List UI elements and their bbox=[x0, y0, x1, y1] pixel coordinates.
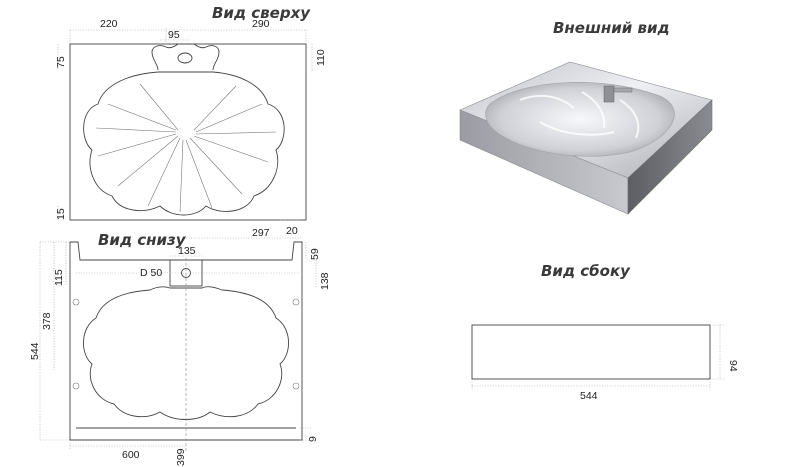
side-view: Вид сбоку 94 544 bbox=[471, 262, 739, 402]
exterior-view-title: Внешний вид bbox=[553, 19, 670, 37]
top-dim-20: 20 bbox=[286, 225, 298, 237]
bottom-view-title: Вид снизу bbox=[98, 231, 187, 249]
bottom-dim-378: 378 bbox=[41, 312, 53, 330]
bottom-dim-d50: D 50 bbox=[140, 267, 162, 279]
bottom-dim-138: 138 bbox=[319, 272, 331, 290]
top-dim-290: 290 bbox=[252, 18, 270, 30]
exterior-side-face bbox=[627, 99, 713, 215]
bottom-dim-9: 9 bbox=[307, 436, 319, 442]
bottom-dim-399: 399 bbox=[175, 448, 187, 466]
top-dim-95: 95 bbox=[168, 29, 180, 41]
bottom-dim-135: 135 bbox=[178, 245, 196, 257]
exterior-bowl bbox=[485, 82, 675, 157]
top-dim-15: 15 bbox=[55, 208, 67, 220]
top-view-neck bbox=[151, 43, 220, 71]
faucet-icon bbox=[603, 85, 615, 103]
top-view-title: Вид сверху bbox=[212, 4, 311, 22]
mount-hole-icon bbox=[292, 298, 300, 306]
top-view: Вид сверху 220 290 bbox=[55, 4, 327, 237]
side-view-outline bbox=[471, 324, 711, 380]
exterior-view: Внешний вид bbox=[459, 19, 713, 215]
top-dim-75: 75 bbox=[55, 56, 67, 68]
bottom-dim-297: 297 bbox=[252, 227, 270, 239]
bottom-view-basin-outline bbox=[83, 286, 289, 420]
bottom-dim-59: 59 bbox=[309, 248, 321, 260]
mount-hole-icon bbox=[72, 298, 80, 306]
top-view-basin-outline bbox=[83, 71, 285, 216]
bottom-dim-115: 115 bbox=[53, 269, 65, 286]
bottom-dim-544: 544 bbox=[29, 342, 41, 360]
mount-hole-icon bbox=[292, 382, 300, 390]
side-dim-544: 544 bbox=[580, 390, 598, 402]
top-dim-110: 110 bbox=[315, 49, 327, 66]
mount-hole-icon bbox=[72, 382, 80, 390]
bottom-view-outline bbox=[69, 241, 303, 441]
side-view-title: Вид сбоку bbox=[541, 262, 631, 280]
top-view-shell-ribs bbox=[95, 83, 277, 213]
top-view-overflow-hole bbox=[177, 52, 193, 64]
side-dim-94: 94 bbox=[727, 360, 739, 372]
top-dim-220: 220 bbox=[100, 18, 118, 30]
bottom-view: Вид снизу 297 135 D 50 59 138 115 378 54… bbox=[29, 227, 331, 466]
bottom-dim-600: 600 bbox=[122, 449, 140, 461]
